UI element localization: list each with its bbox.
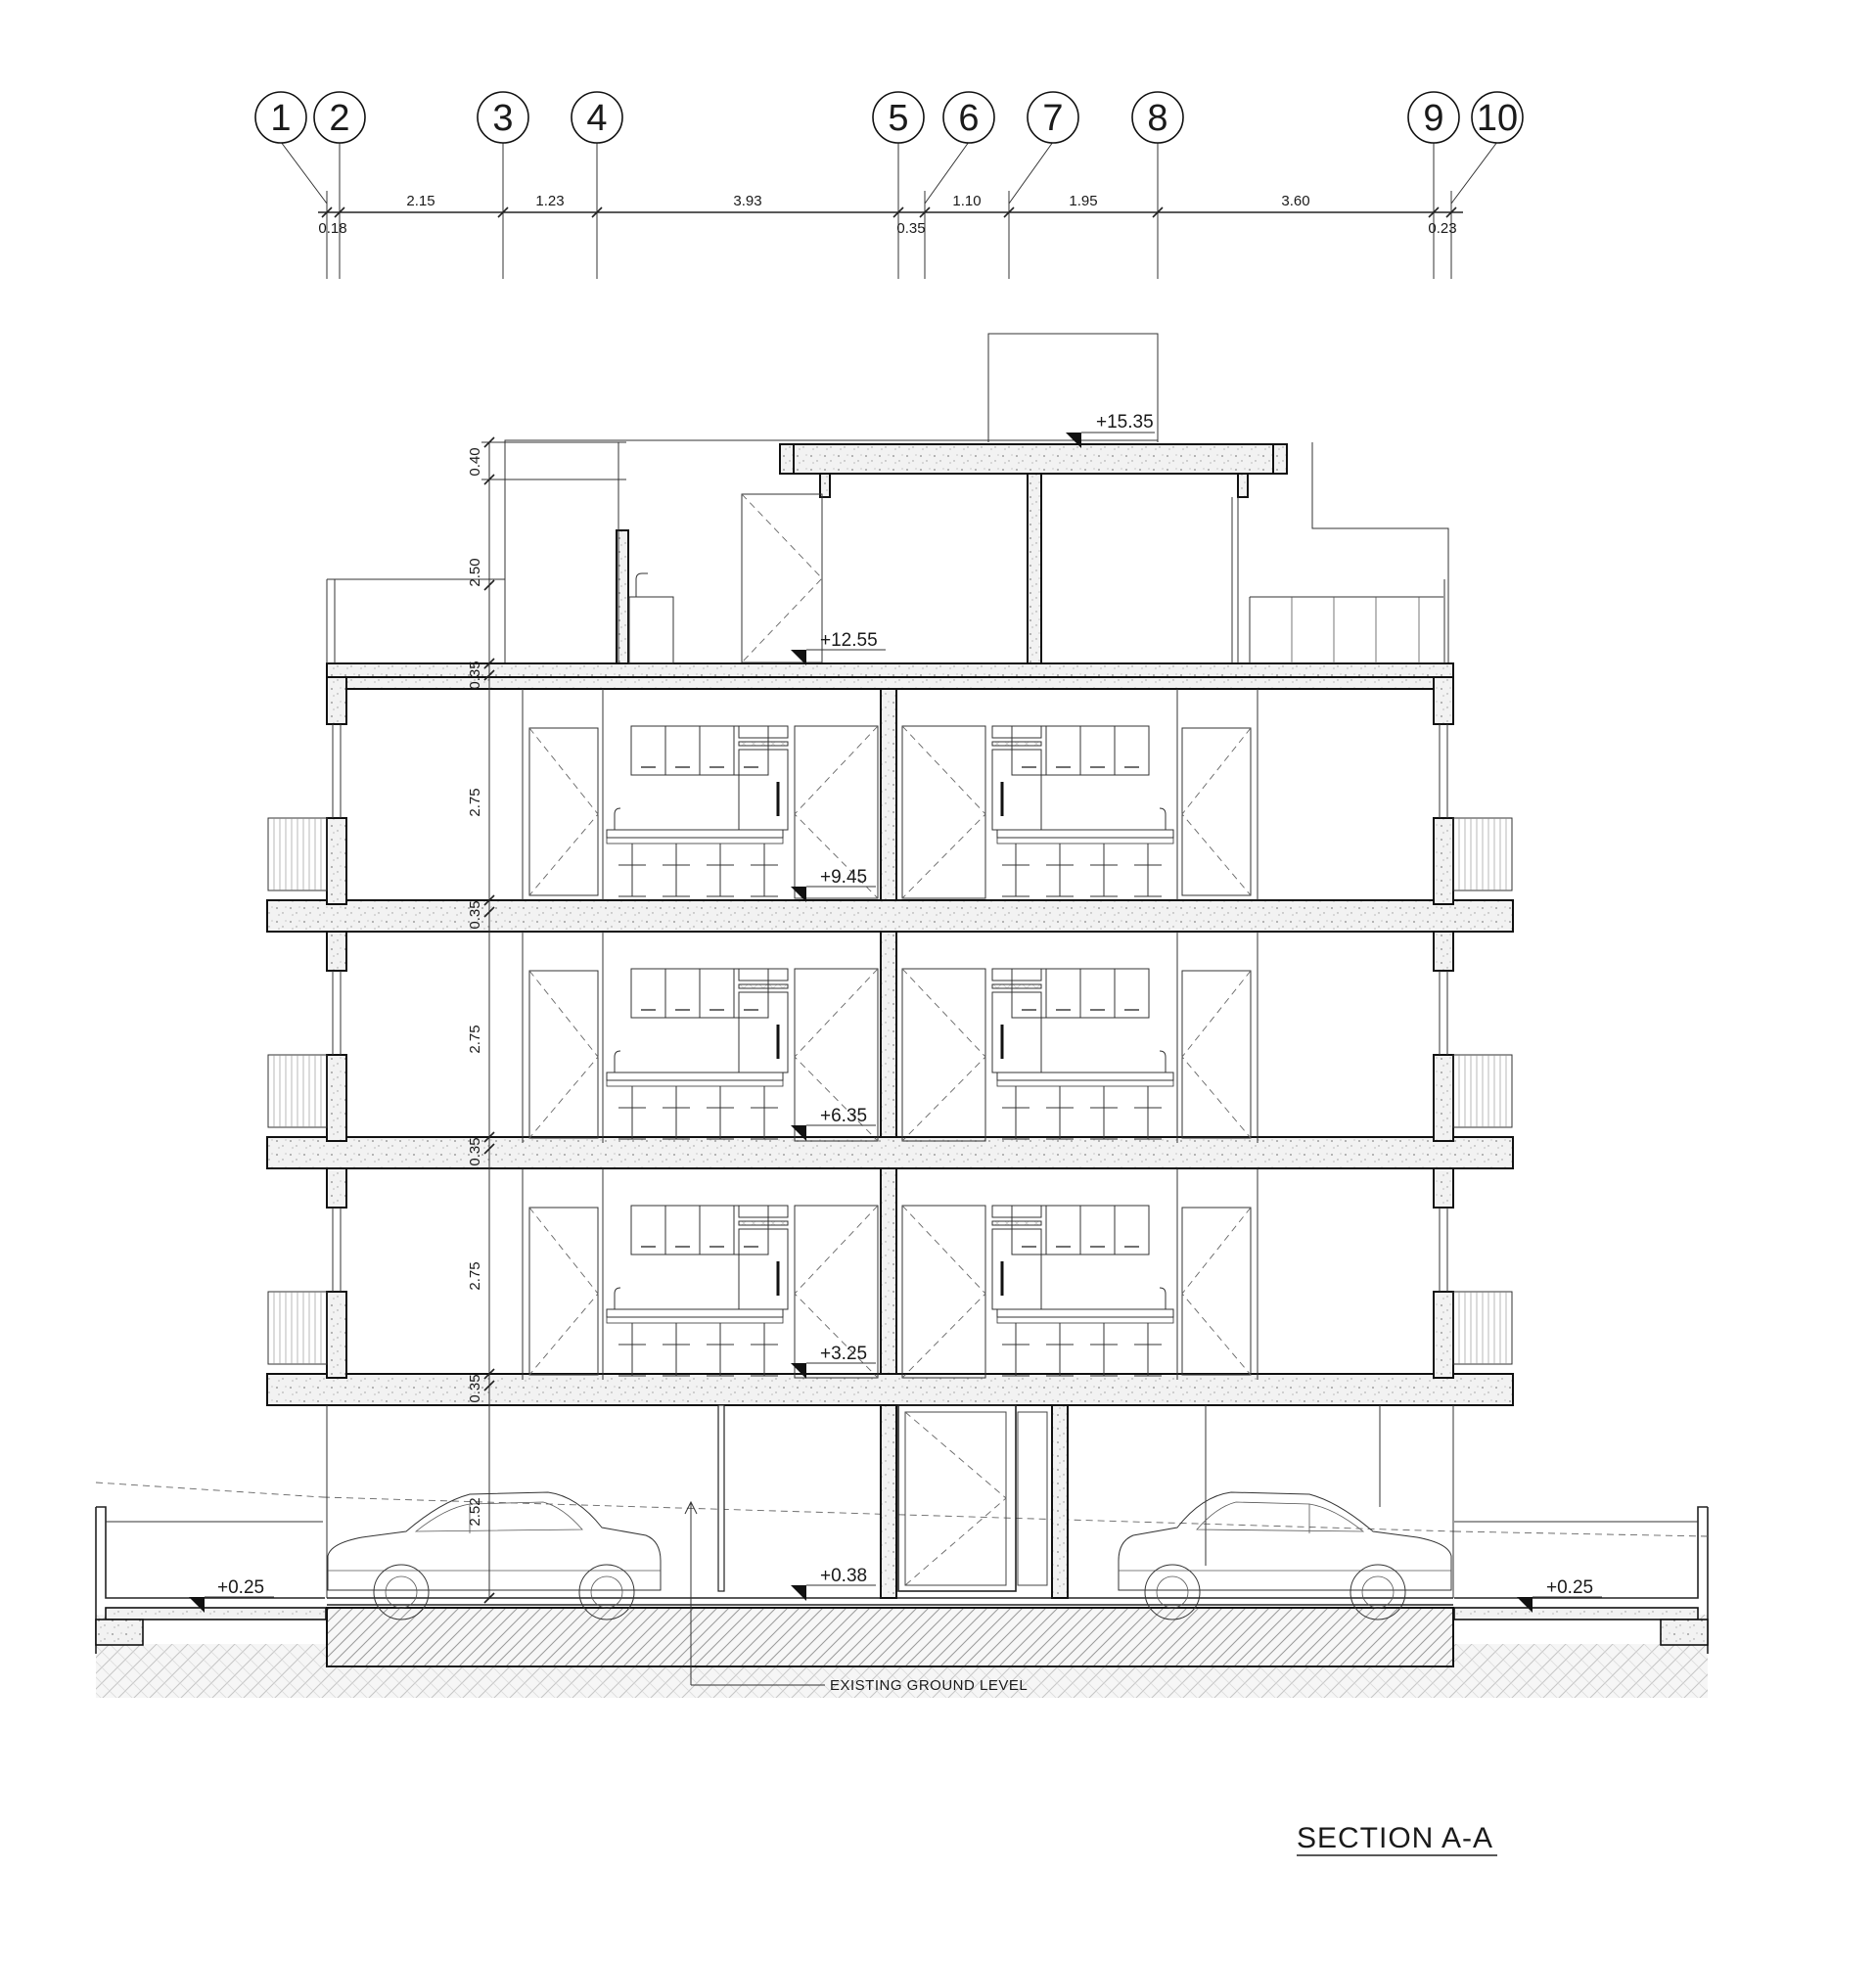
svg-text:8: 8 [1147, 98, 1167, 139]
dim-ground-storey: 2.52 [467, 1497, 483, 1526]
svg-text:+0.25: +0.25 [217, 1577, 264, 1598]
dim-parapet: 0.40 [467, 447, 483, 476]
grid-spacing-9-10: 0.23 [1428, 220, 1456, 237]
dim-slab-4: 0.35 [467, 661, 483, 689]
vertical-dimensions: 0.40 2.50 0.35 2.75 0.35 2.75 0.35 2.75 … [467, 436, 626, 1604]
site-ground: EXISTING GROUND LEVEL [95, 1482, 1709, 1698]
dim-slab-1: 0.35 [467, 1374, 483, 1402]
svg-text:7: 7 [1042, 98, 1063, 139]
grid-bubble-5: 5 [872, 91, 925, 144]
level-marker-site-right: +0.25 [1517, 1577, 1602, 1613]
svg-text:10: 10 [1477, 98, 1518, 139]
floor-3-interior [522, 1168, 1258, 1380]
existing-ground-level-label: EXISTING GROUND LEVEL [830, 1677, 1028, 1694]
svg-text:+15.35: +15.35 [1096, 412, 1154, 433]
svg-text:+0.38: +0.38 [820, 1566, 867, 1586]
grid-bubble-2: 2 [313, 91, 366, 144]
car-left [327, 1491, 662, 1620]
grid-spacing-5-6: 0.35 [896, 220, 925, 237]
car-right [1118, 1491, 1452, 1620]
svg-text:+6.35: +6.35 [820, 1106, 867, 1126]
grid-bubble-10: 10 [1471, 91, 1524, 144]
dim-slab-2: 0.35 [467, 1137, 483, 1165]
dim-penthouse: 2.50 [467, 558, 483, 586]
svg-text:9: 9 [1423, 98, 1443, 139]
grid-spacing-4-5: 3.93 [733, 193, 761, 209]
dim-storey-3: 2.75 [467, 788, 483, 816]
grid-spacing-3-4: 1.23 [535, 193, 564, 209]
grid-bubble-6: 6 [942, 91, 995, 144]
dim-slab-3: 0.35 [467, 900, 483, 929]
svg-text:+3.25: +3.25 [820, 1344, 867, 1364]
level-marker-floor2: +6.35 [791, 1106, 876, 1141]
section-title: SECTION A-A [1297, 1822, 1497, 1856]
floor-2-interior [522, 932, 1258, 1143]
apartment-interiors [522, 689, 1258, 1380]
svg-text:6: 6 [958, 98, 979, 139]
dim-storey-1: 2.75 [467, 1261, 483, 1290]
grid-bubble-7: 7 [1027, 91, 1079, 144]
level-marker-terrace: +12.55 [791, 630, 886, 665]
dim-storey-2: 2.75 [467, 1025, 483, 1053]
svg-text:1: 1 [270, 98, 291, 139]
grid-bubble-9: 9 [1407, 91, 1460, 144]
level-marker-floor3: +9.45 [791, 867, 876, 902]
floor-1-interior [522, 689, 1258, 900]
grid-bubble-8: 8 [1131, 91, 1184, 144]
penthouse [628, 493, 1239, 664]
section-title-text: SECTION A-A [1297, 1822, 1493, 1854]
svg-text:+12.55: +12.55 [820, 630, 878, 651]
svg-text:+0.25: +0.25 [1546, 1577, 1593, 1598]
svg-text:2: 2 [329, 98, 349, 139]
level-marker-site-left: +0.25 [189, 1577, 274, 1613]
grid-spacing-6-7: 1.10 [952, 193, 981, 209]
grid-spacing-7-8: 1.95 [1069, 193, 1097, 209]
grid-bubble-4: 4 [571, 91, 623, 144]
svg-text:+9.45: +9.45 [820, 867, 867, 888]
grid-spacing-2-3: 2.15 [406, 193, 435, 209]
level-marker-floor1: +3.25 [791, 1344, 876, 1379]
svg-text:3: 3 [492, 98, 513, 139]
svg-text:4: 4 [586, 98, 607, 139]
grid-bubble-1: 1 [254, 91, 307, 144]
grid-bubble-3: 3 [477, 91, 529, 144]
level-markers: +15.35 +12.55 +9.45 +6.35 +3.25 +0.38 [189, 412, 1602, 1613]
level-marker-roof: +15.35 [1066, 412, 1155, 448]
grid-spacing-1-2: 0.18 [318, 220, 346, 237]
level-marker-ground: +0.38 [791, 1566, 876, 1601]
building-section [266, 333, 1514, 1599]
grid-spacing-8-9: 3.60 [1281, 193, 1309, 209]
svg-text:5: 5 [888, 98, 908, 139]
